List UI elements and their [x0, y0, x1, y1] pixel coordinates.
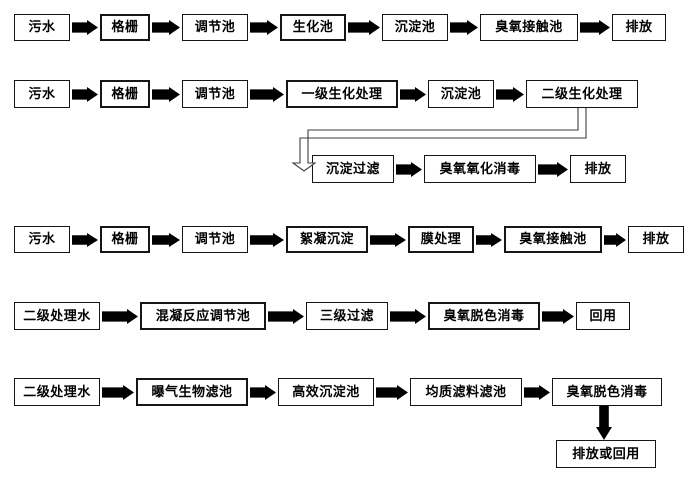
flow-arrow-right-icon [152, 20, 180, 35]
flow-arrow-right-icon [152, 87, 180, 102]
process-node[interactable]: 三级过滤 [306, 302, 388, 330]
flow-arrow-right-icon [524, 385, 550, 400]
process-node[interactable]: 排放 [628, 226, 684, 253]
process-node[interactable]: 臭氧接触池 [504, 226, 602, 253]
flow-arrow-right-icon [250, 385, 276, 400]
process-node[interactable]: 调节池 [182, 14, 248, 41]
flow-arrow-right-icon [72, 20, 98, 35]
process-node[interactable]: 絮凝沉淀 [286, 226, 368, 253]
process-node[interactable]: 调节池 [182, 226, 248, 253]
process-node[interactable]: 格栅 [100, 80, 150, 108]
process-node[interactable]: 排放 [570, 155, 626, 183]
flow-arrow-right-icon [102, 309, 138, 324]
flow-arrow-right-icon [250, 87, 284, 102]
flow-arrow-right-icon [476, 233, 502, 247]
process-node[interactable]: 臭氧脱色消毒 [552, 378, 662, 406]
process-node[interactable]: 沉淀池 [382, 14, 448, 41]
flow-arrow-right-icon [102, 385, 134, 400]
process-node[interactable]: 调节池 [182, 80, 248, 108]
process-node[interactable]: 回用 [576, 302, 630, 330]
process-node[interactable]: 高效沉淀池 [278, 378, 374, 406]
process-node[interactable]: 曝气生物滤池 [136, 378, 248, 406]
flow-arrow-right-icon [542, 309, 574, 324]
process-node[interactable]: 臭氧氧化消毒 [424, 155, 536, 183]
process-node[interactable]: 格栅 [100, 14, 150, 41]
process-node[interactable]: 二级处理水 [14, 378, 100, 406]
process-node[interactable]: 均质滤料滤池 [410, 378, 522, 406]
process-node[interactable]: 生化池 [280, 14, 346, 41]
flow-arrow-right-icon [538, 162, 568, 177]
flow-arrow-right-icon [152, 233, 180, 247]
flow-arrow-right-icon [400, 87, 426, 102]
flow-arrow-right-icon [348, 20, 380, 35]
process-node[interactable]: 沉淀池 [428, 80, 494, 108]
flow-arrow-right-icon [250, 20, 278, 35]
process-node[interactable]: 沉淀过滤 [312, 155, 394, 183]
flow-arrow-right-icon [390, 309, 426, 324]
process-node[interactable]: 排放 [612, 14, 666, 41]
process-node[interactable]: 臭氧脱色消毒 [428, 302, 540, 330]
flow-arrow-down-icon [596, 406, 612, 440]
flow-arrow-right-icon [72, 87, 98, 102]
process-node[interactable]: 一级生化处理 [286, 80, 398, 108]
flow-arrow-right-icon [496, 87, 524, 102]
flow-arrow-right-icon [72, 233, 98, 247]
flow-arrow-right-icon [396, 162, 422, 177]
process-node[interactable]: 排放或回用 [556, 440, 656, 468]
process-node[interactable]: 二级处理水 [14, 302, 100, 330]
process-node[interactable]: 膜处理 [408, 226, 474, 253]
flow-arrow-right-icon [604, 233, 626, 247]
flow-arrow-right-icon [450, 20, 478, 35]
flow-arrow-right-icon [250, 233, 284, 247]
process-node[interactable]: 臭氧接触池 [480, 14, 578, 41]
process-node[interactable]: 污水 [14, 80, 70, 108]
flow-arrow-right-icon [268, 309, 304, 324]
process-node[interactable]: 污水 [14, 14, 70, 41]
flow-arrow-right-icon [376, 385, 408, 400]
flow-arrow-right-icon [370, 233, 406, 247]
process-node[interactable]: 污水 [14, 226, 70, 253]
flow-arrow-right-icon [580, 20, 610, 35]
process-node[interactable]: 二级生化处理 [526, 80, 638, 108]
process-node[interactable]: 混凝反应调节池 [140, 302, 266, 330]
process-node[interactable]: 格栅 [100, 226, 150, 253]
